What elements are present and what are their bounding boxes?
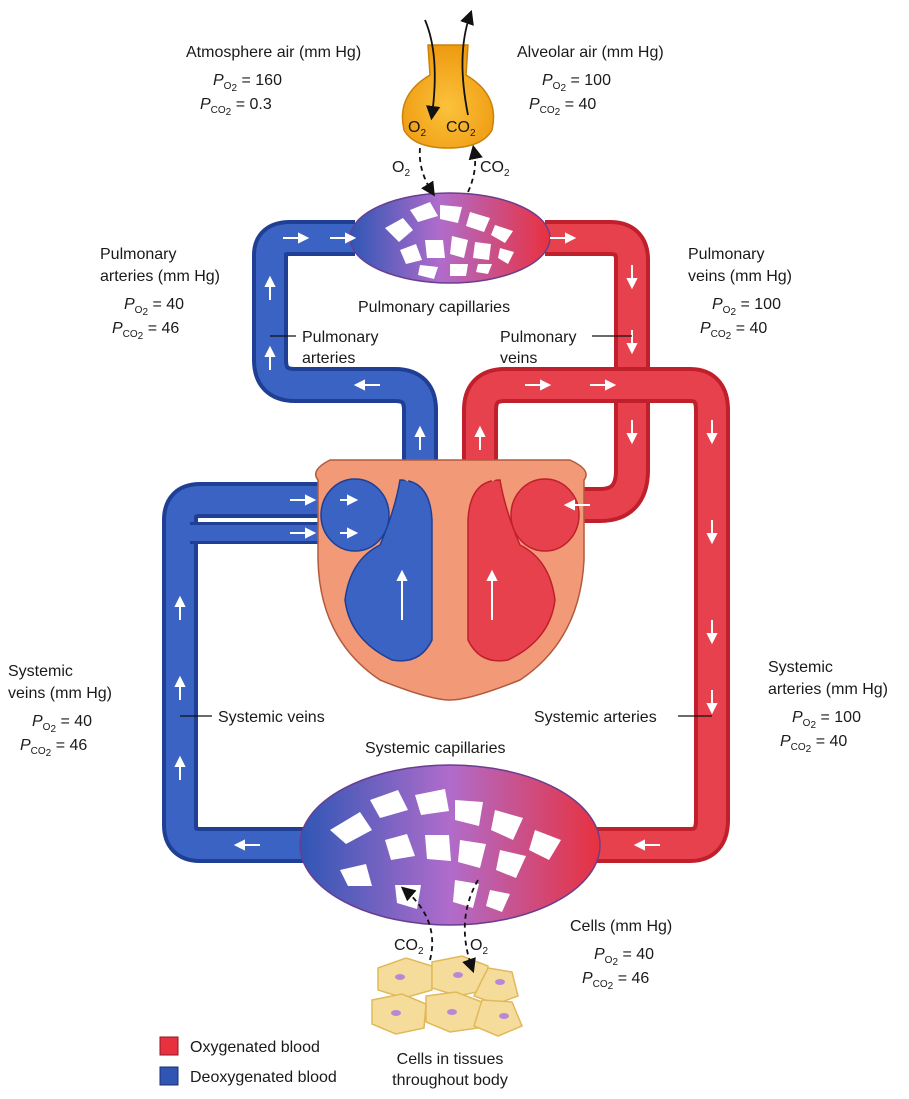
- atmosphere-po2: PO2 = 160: [213, 72, 282, 94]
- systemic-arteries-po2: PO2 = 100: [792, 709, 861, 731]
- co2-to-blood-arrow: [400, 886, 434, 961]
- cells-label-2: throughout body: [392, 1072, 508, 1089]
- cells-label-1: Cells in tissues: [397, 1051, 504, 1068]
- alveolar-po2: PO2 = 100: [542, 72, 611, 94]
- cells-co2-label: CO2: [394, 937, 424, 957]
- left-ventricle: [467, 479, 556, 662]
- atmosphere-pco2: PCO2 = 0.3: [200, 96, 272, 118]
- pulmonary-veins-label-1: Pulmonary: [500, 329, 576, 346]
- pulmonary-arteries-label-2: arteries: [302, 350, 355, 367]
- legend-swatch-oxygenated: [159, 1036, 179, 1056]
- aortic-valve: [469, 467, 498, 482]
- legend-swatch-deoxygenated: [159, 1066, 179, 1086]
- gas-exchange-bottom: CO2 O2: [394, 879, 488, 974]
- exchange-co2-label: CO2: [480, 159, 510, 179]
- cells-o2-label: O2: [470, 937, 488, 957]
- systemic-arteries-label: Systemic arteries: [534, 709, 657, 726]
- air-out-arrow: [460, 9, 474, 116]
- pulmonary-veins-label-2: veins: [500, 350, 537, 367]
- o2-to-cells-arrow: [462, 879, 479, 974]
- cells-po2: PO2 = 40: [594, 946, 654, 968]
- alveolus: O2 CO2: [401, 9, 495, 149]
- cells-pco2: PCO2 = 46: [582, 970, 649, 992]
- systemic-veins-po2: PO2 = 40: [32, 713, 92, 735]
- tissue-cells: [371, 955, 523, 1037]
- pulmonary-arteries-vessel: [252, 220, 438, 470]
- pulmonary-arteries-po2: PO2 = 40: [124, 296, 184, 318]
- exchange-o2-label: O2: [392, 159, 410, 179]
- systemic-capillary-bed: [299, 764, 601, 926]
- pulmonary-capillaries-label: Pulmonary capillaries: [358, 299, 510, 316]
- pulmonary-veins-values-title-1: Pulmonary: [688, 246, 764, 263]
- systemic-arteries-values-title-2: arteries (mm Hg): [768, 681, 888, 698]
- aorta-systemic-arteries-vessel: [462, 367, 730, 863]
- heart: [315, 459, 587, 701]
- systemic-veins-pco2: PCO2 = 46: [20, 737, 87, 759]
- atmosphere-title: Atmosphere air (mm Hg): [186, 44, 361, 61]
- systemic-capillaries-label: Systemic capillaries: [365, 740, 505, 757]
- pulmonary-capillary-mesh: [385, 202, 514, 279]
- pulmonary-arteries-label-1: Pulmonary: [302, 329, 378, 346]
- co2-diffusion-arrow: [467, 144, 483, 193]
- pulmonary-capillary-bed: [349, 192, 551, 284]
- systemic-veins-values-title-1: Systemic: [8, 663, 73, 680]
- pulmonary-veins-values-title-2: veins (mm Hg): [688, 268, 792, 285]
- systemic-arteries-pco2: PCO2 = 40: [780, 733, 847, 755]
- systemic-veins-label: Systemic veins: [218, 709, 325, 726]
- blood-flow-arrows: [174, 232, 718, 851]
- legend: Oxygenated blood Deoxygenated blood: [159, 1036, 337, 1086]
- alveolar-title: Alveolar air (mm Hg): [517, 44, 664, 61]
- right-atrium: [320, 478, 390, 552]
- pulmonary-veins-pco2: PCO2 = 40: [700, 320, 767, 342]
- leader-lines: [180, 335, 712, 717]
- systemic-arteries-values-title-1: Systemic: [768, 659, 833, 676]
- pulmonary-arteries-values-title-2: arteries (mm Hg): [100, 268, 220, 285]
- pulmonary-veins-vessel: [540, 220, 650, 523]
- alveolus-o2-label: O2: [408, 119, 426, 139]
- left-atrium: [510, 478, 580, 552]
- right-ventricle: [344, 479, 433, 662]
- o2-diffusion-arrow: [418, 147, 435, 197]
- pulmonary-veins-po2: PO2 = 100: [712, 296, 781, 318]
- alveolus-co2-label: CO2: [446, 119, 476, 139]
- systemic-veins-values-title-2: veins (mm Hg): [8, 685, 112, 702]
- alveolar-pco2: PCO2 = 40: [529, 96, 596, 118]
- air-in-arrow: [424, 19, 441, 121]
- gas-exchange-top: O2 CO2: [392, 144, 510, 197]
- systemic-veins-vessel: [162, 482, 340, 863]
- pulmonary-arteries-values-title-1: Pulmonary: [100, 246, 176, 263]
- legend-label-oxygenated: Oxygenated blood: [190, 1039, 320, 1056]
- cells-values-title: Cells (mm Hg): [570, 918, 672, 935]
- pulmonary-valve: [402, 467, 431, 482]
- legend-label-deoxygenated: Deoxygenated blood: [190, 1069, 337, 1086]
- pulmonary-arteries-pco2: PCO2 = 46: [112, 320, 179, 342]
